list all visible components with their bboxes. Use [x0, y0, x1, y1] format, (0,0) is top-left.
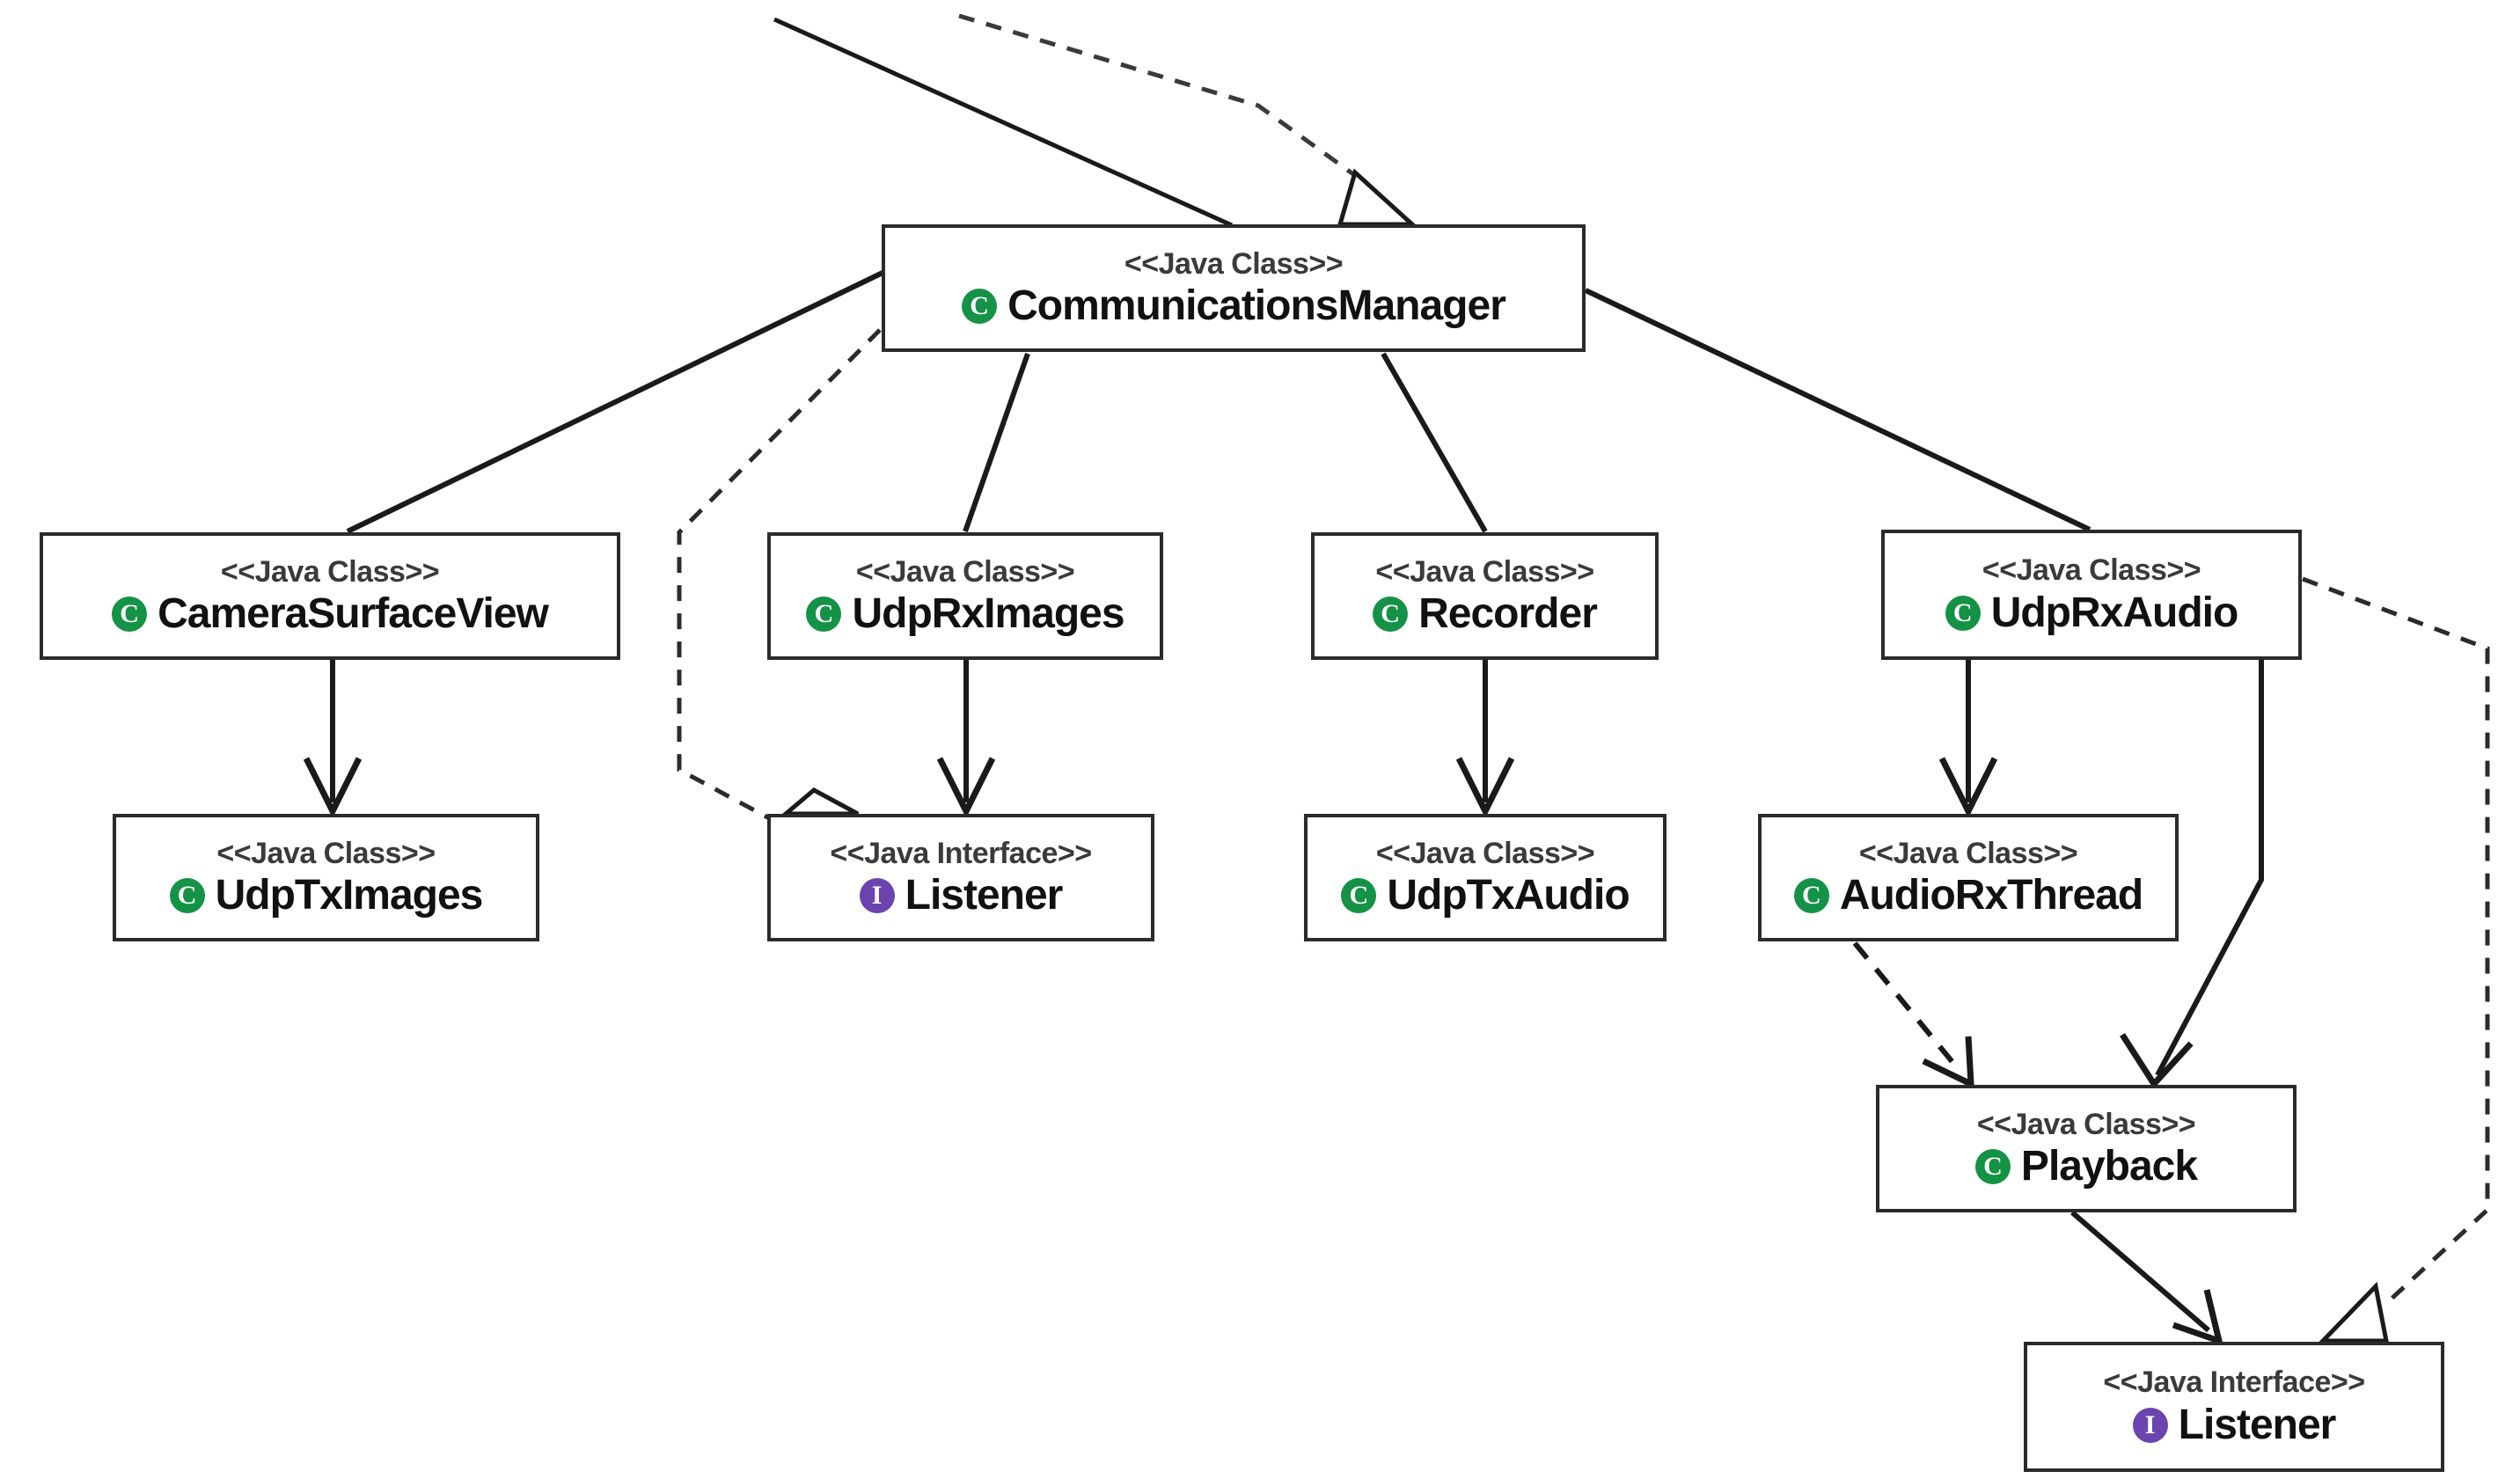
arrow-udp-rx-images-to-listener-mid [936, 757, 996, 818]
java-class-icon: C [1793, 878, 1829, 914]
node-label: CameraSurfaceView [158, 590, 549, 638]
stereotype-label: <<Java Interface>> [830, 836, 1092, 870]
arrow-camera-surface-view-to-udp-tx-images [303, 757, 363, 818]
node-camera-surface-view[interactable]: <<Java Class>> C CameraSurfaceView [40, 532, 620, 660]
node-udp-rx-audio[interactable]: <<Java Class>> C UdpRxAudio [1881, 530, 2302, 660]
node-name-row: C Playback [1974, 1143, 2198, 1190]
node-udp-tx-images[interactable]: <<Java Class>> C UdpTxImages [113, 814, 539, 941]
java-class-icon: C [1341, 878, 1377, 914]
node-name-row: C CommunicationsManager [962, 282, 1506, 330]
arrow-playback-to-listener-bottom [2172, 1289, 2223, 1346]
node-label: Playback [2020, 1143, 2198, 1190]
node-label: AudioRxThread [1839, 872, 2143, 919]
stereotype-label: <<Java Class>> [1982, 553, 2201, 588]
node-name-row: C UdpTxAudio [1341, 872, 1630, 919]
stereotype-label: <<Java Class>> [1375, 836, 1595, 870]
node-name-row: C UdpTxImages [169, 872, 484, 919]
arrow-audio-rx-thread-to-playback [1922, 1036, 1974, 1089]
edge-audio-rx-thread-to-playback [1852, 941, 1963, 1073]
node-name-row: C CameraSurfaceView [112, 590, 549, 638]
edge-udp-rx-audio-realizes-listener-bottom [2302, 576, 2490, 1300]
arrow-udp-rx-audio-to-playback [2120, 1033, 2194, 1089]
java-class-icon: C [112, 597, 148, 633]
node-label: UdpRxAudio [1990, 589, 2239, 636]
edge-external-solid-to-manager [773, 17, 1234, 228]
java-class-icon: C [169, 878, 205, 914]
arrow-recorder-to-udp-tx-audio [1455, 757, 1515, 818]
node-label: UdpRxImages [852, 590, 1124, 638]
node-label: UdpTxImages [215, 872, 484, 919]
node-recorder[interactable]: <<Java Class>> C Recorder [1311, 532, 1659, 660]
edge-manager-to-udp-rx-images [963, 353, 1030, 532]
node-label: Listener [905, 872, 1064, 919]
hollow-triangle-external-to-manager [1337, 168, 1418, 227]
arrow-udp-rx-audio-to-audio-rx-thread [1938, 757, 1998, 818]
node-communications-manager[interactable]: <<Java Class>> C CommunicationsManager [882, 224, 1586, 352]
node-udp-tx-audio[interactable]: <<Java Class>> C UdpTxAudio [1304, 814, 1667, 941]
stereotype-label: <<Java Class>> [1976, 1107, 2196, 1141]
node-label: CommunicationsManager [1007, 282, 1506, 330]
node-listener-mid[interactable]: <<Java Interface>> I Listener [767, 814, 1154, 941]
node-name-row: C UdpRxAudio [1945, 589, 2239, 636]
stereotype-label: <<Java Class>> [220, 554, 440, 589]
node-label: UdpTxAudio [1387, 872, 1630, 919]
node-label: Listener [2178, 1401, 2337, 1448]
edge-playback-to-listener-bottom [2070, 1210, 2210, 1333]
edge-external-dashed-to-manager [958, 13, 1361, 181]
stereotype-label: <<Java Class>> [1858, 836, 2078, 870]
node-listener-bottom[interactable]: <<Java Interface>> I Listener [2024, 1342, 2444, 1472]
edge-manager-to-camera-surface-view [346, 270, 884, 534]
stereotype-label: <<Java Class>> [855, 554, 1075, 589]
java-class-icon: C [1373, 597, 1409, 633]
hollow-triangle-manager-to-listener-mid [780, 787, 860, 816]
node-audio-rx-thread[interactable]: <<Java Class>> C AudioRxThread [1758, 814, 2179, 941]
edge-udp-rx-audio-to-playback [2155, 660, 2264, 1077]
edge-manager-to-udp-rx-audio [1584, 288, 2091, 532]
java-interface-icon: I [2132, 1407, 2168, 1443]
node-name-row: I Listener [859, 872, 1064, 919]
java-class-icon: C [962, 289, 998, 325]
edge-manager-realizes-listener-mid [677, 328, 882, 847]
edge-manager-to-recorder [1381, 352, 1488, 533]
node-name-row: C Recorder [1373, 590, 1598, 638]
stereotype-label: <<Java Class>> [1375, 554, 1594, 589]
java-class-icon: C [806, 597, 842, 633]
java-interface-icon: I [859, 878, 895, 914]
node-name-row: I Listener [2132, 1401, 2337, 1448]
node-udp-rx-images[interactable]: <<Java Class>> C UdpRxImages [767, 532, 1163, 660]
java-class-icon: C [1945, 595, 1981, 631]
stereotype-label: <<Java Interface>> [2103, 1366, 2365, 1400]
hollow-triangle-udp-rx-audio-to-listener-bottom [2318, 1281, 2390, 1344]
java-class-icon: C [1974, 1149, 2011, 1185]
node-playback[interactable]: <<Java Class>> C Playback [1876, 1085, 2297, 1212]
node-name-row: C AudioRxThread [1793, 872, 2143, 919]
node-label: Recorder [1418, 590, 1598, 638]
stereotype-label: <<Java Class>> [216, 836, 436, 870]
stereotype-label: <<Java Class>> [1124, 246, 1344, 281]
node-name-row: C UdpRxImages [806, 590, 1125, 638]
